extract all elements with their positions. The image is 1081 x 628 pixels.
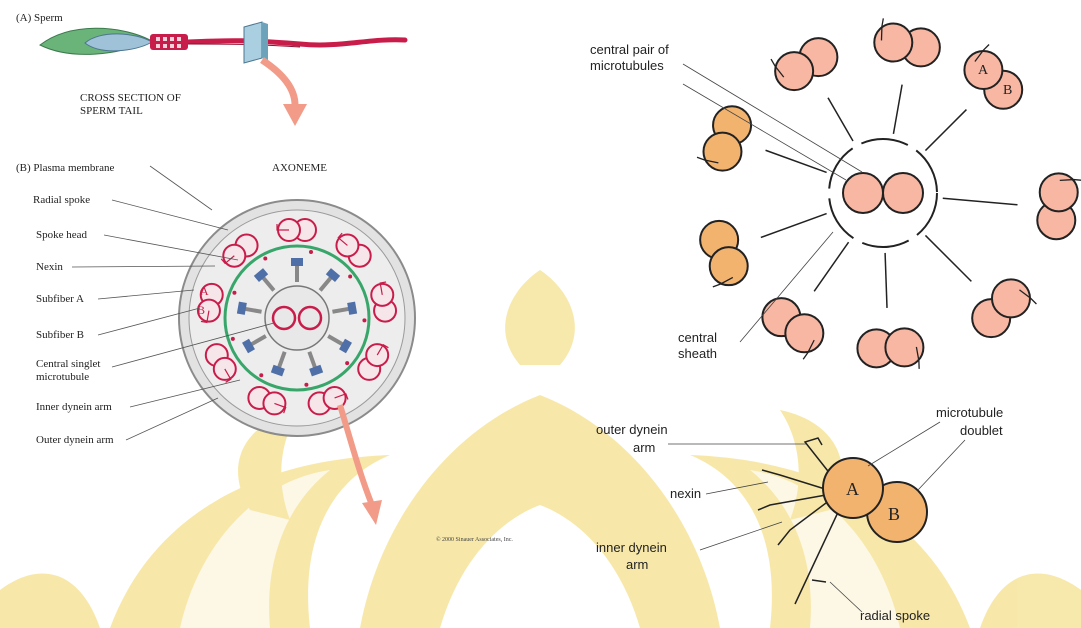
schematic-b: B: [1003, 83, 1012, 98]
nexin-dot: [231, 337, 235, 341]
nexin-dot: [362, 318, 366, 322]
central-pair-label-1: central pair of: [590, 42, 669, 57]
nexin-dot: [259, 373, 263, 377]
schematic-subfiber-a: [1040, 173, 1078, 211]
schematic-subfiber-a: [785, 314, 823, 352]
arrow-to-axoneme: [262, 60, 307, 126]
inner-dynein-label-1: inner dynein: [596, 540, 667, 555]
schematic-dynein-arm: [1060, 180, 1081, 181]
panel-a-label: (A) Sperm: [16, 12, 63, 24]
label-radial-spoke: Radial spoke: [33, 194, 90, 206]
schematic-spoke: [885, 253, 887, 308]
radial-spoke-label: radial spoke: [860, 608, 930, 623]
label-central-singlet-2: microtubule: [36, 371, 89, 383]
axoneme-title: AXONEME: [272, 162, 327, 174]
label-spoke-head: Spoke head: [36, 229, 88, 241]
schematic-subfiber-a: [775, 52, 813, 90]
ninetwo-schematic: A B central pair of microtubules central…: [590, 18, 1081, 368]
watermark: [0, 270, 1081, 628]
panel-a: (A) Sperm CROSS SECTION OF SPERM TAIL: [16, 12, 405, 126]
central-pair: [843, 173, 923, 213]
schematic-subfiber-a: [992, 279, 1030, 317]
subfiber-b-mark: B: [197, 303, 205, 317]
schematic-spoke: [925, 235, 971, 281]
label-central-singlet: Central singlet: [36, 358, 100, 370]
nexin-dot: [309, 250, 313, 254]
panel-b-label: (B) Plasma membrane: [16, 162, 114, 174]
caption-line2: SPERM TAIL: [80, 105, 143, 117]
nexin-dot: [232, 291, 236, 295]
schematic-spoke: [828, 98, 853, 141]
schematic-spoke: [943, 198, 1018, 205]
microtubule-label-1: microtubule: [936, 405, 1003, 420]
schematic-subfiber-a: [703, 133, 741, 171]
nexin-label: nexin: [670, 486, 701, 501]
schematic-spoke: [814, 242, 848, 291]
subfiber-a: [336, 234, 358, 256]
label-subfiber-a: Subfiber A: [36, 293, 84, 305]
schematic-spoke: [893, 85, 902, 134]
schematic-spoke: [761, 214, 827, 238]
microtubule-label-2: doublet: [960, 423, 1003, 438]
spoke-head: [291, 258, 303, 266]
nexin-dot: [304, 383, 308, 387]
schematic-subfiber-a: [885, 328, 923, 366]
central-sheath-label-1: central: [678, 330, 717, 345]
axoneme-cross-section: A B: [179, 200, 415, 436]
outer-dynein-label-1: outer dynein: [596, 422, 668, 437]
label-subfiber-b: Subfiber B: [36, 329, 84, 341]
sperm-illustration: [40, 22, 405, 63]
label-nexin: Nexin: [36, 261, 63, 273]
central-pair-label-2: microtubules: [590, 58, 664, 73]
schematic-spoke: [925, 110, 966, 151]
central-sheath-label-2: sheath: [678, 346, 717, 361]
nexin-dot: [348, 274, 352, 278]
nexin-dot: [345, 361, 349, 365]
outer-dynein-label-2: arm: [633, 440, 655, 455]
nexin-dot: [263, 256, 267, 260]
copyright: © 2000 Sinauer Associates, Inc.: [436, 536, 513, 543]
detail-a: A: [846, 479, 859, 499]
schematic-a: A: [978, 63, 989, 78]
subfiber-a-mark: A: [200, 284, 209, 298]
schematic-spoke: [766, 150, 827, 172]
label-outer-dynein-arm: Outer dynein arm: [36, 434, 114, 446]
inner-dynein-label-2: arm: [626, 557, 648, 572]
detail-b: B: [888, 504, 900, 524]
caption-line1: CROSS SECTION OF: [80, 92, 181, 104]
label-inner-dynein-arm: Inner dynein arm: [36, 401, 112, 413]
schematic-subfiber-a: [874, 24, 912, 62]
